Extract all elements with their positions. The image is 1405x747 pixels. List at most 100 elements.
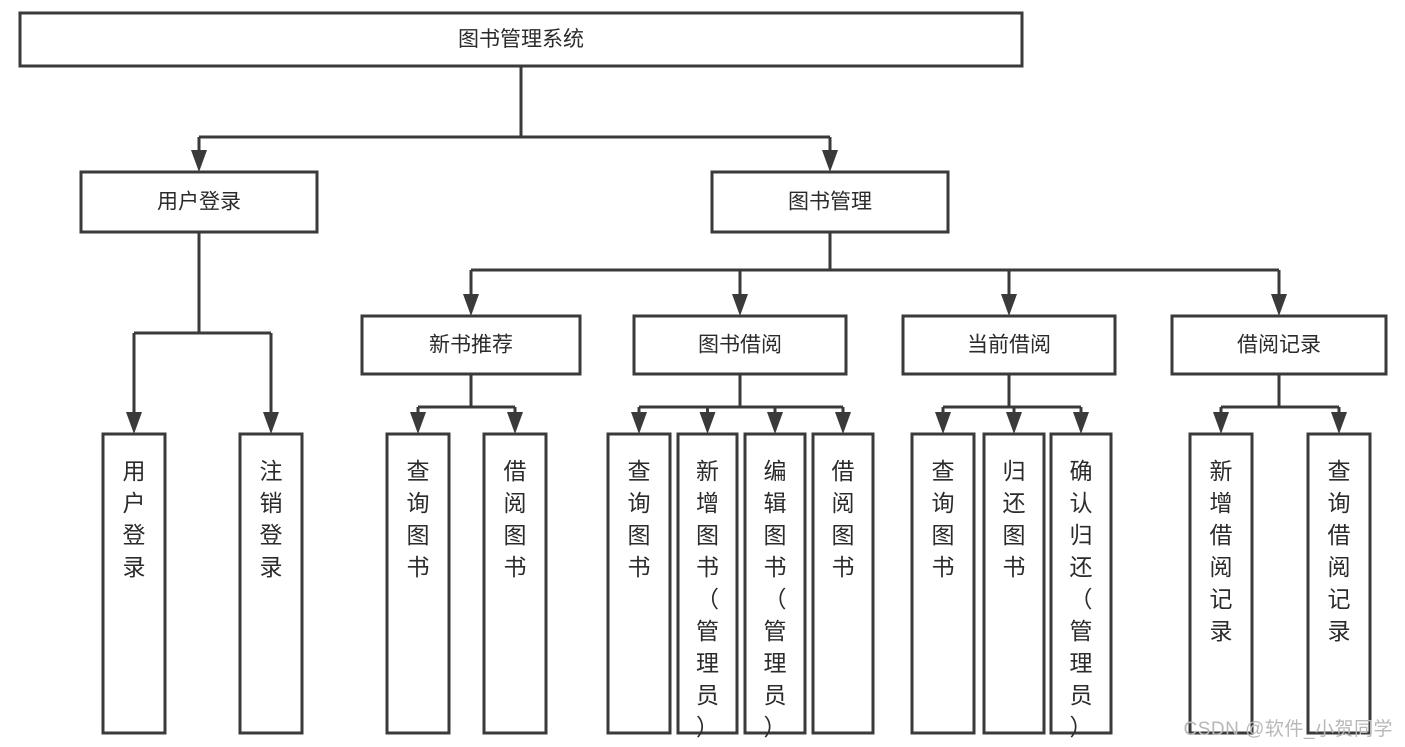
node-label-char: 询 [1328, 490, 1351, 516]
arrow-head-icon [1073, 412, 1089, 434]
node-leaf-query-book-current[interactable]: 查询图书查询图书 [910, 432, 976, 735]
node-leaf-add-borrow-record[interactable]: 新增借阅记录新增借阅记录 [1188, 432, 1254, 735]
node-book-manage[interactable]: 图书管理 [710, 170, 950, 234]
node-label-char: 员 [696, 682, 719, 708]
arrow-head-icon [263, 412, 279, 434]
node-box-leaf-return-book[interactable] [982, 432, 1046, 735]
node-box-book-manage[interactable] [710, 170, 950, 234]
node-label-char: 管 [1070, 618, 1093, 644]
node-label-char: 归 [1003, 458, 1026, 484]
node-leaf-logout-login[interactable]: 注销登录注销登录 [238, 432, 304, 735]
node-label-char: 新 [696, 458, 719, 484]
node-label-char: 认 [1070, 490, 1093, 516]
node-leaf-return-book[interactable]: 归还图书归还图书 [982, 432, 1046, 735]
node-label-char: 询 [407, 490, 430, 516]
node-box-leaf-edit-book-admin[interactable] [743, 432, 807, 735]
node-leaf-query-book-borrow[interactable]: 查询图书查询图书 [606, 432, 672, 735]
node-box-leaf-borrow-book-recommend[interactable] [482, 432, 548, 735]
node-leaf-query-book-recommend[interactable]: 查询图书查询图书 [385, 432, 451, 735]
node-box-leaf-add-borrow-record[interactable] [1188, 432, 1254, 735]
node-box-leaf-query-borrow-record[interactable] [1306, 432, 1372, 735]
node-box-leaf-query-book-current[interactable] [910, 432, 976, 735]
node-label-char: 图 [1003, 522, 1026, 548]
node-root[interactable]: 图书管理系统 [18, 11, 1024, 68]
node-label-char: 录 [1328, 618, 1351, 644]
node-leaf-query-borrow-record[interactable]: 查询借阅记录查询借阅记录 [1306, 432, 1372, 735]
node-label-char: 归 [1070, 522, 1093, 548]
node-label-char: （ [764, 586, 787, 612]
arrow-head-icon [1006, 412, 1022, 434]
arrow-head-icon [822, 150, 838, 172]
node-leaf-borrow-book-recommend[interactable]: 借阅图书借阅图书 [482, 432, 548, 735]
node-label-char: 理 [764, 650, 787, 676]
node-label-char: 还 [1003, 490, 1026, 516]
node-label-char: 图 [764, 522, 787, 548]
connector-group-root [191, 66, 838, 172]
node-label-char: 阅 [832, 490, 855, 516]
node-label-char: （ [696, 586, 719, 612]
node-box-leaf-user-login[interactable] [101, 432, 167, 735]
node-box-leaf-logout-login[interactable] [238, 432, 304, 735]
node-box-leaf-add-book-admin[interactable] [676, 432, 739, 735]
connector-group-new-book-recommend [410, 374, 523, 434]
node-label-char: 阅 [504, 490, 527, 516]
connector-group-book-borrow [631, 374, 851, 434]
node-label-borrow-record: 借阅记录 [1237, 334, 1321, 357]
node-box-new-book-recommend[interactable] [360, 314, 582, 376]
node-label-char: 询 [932, 490, 955, 516]
node-box-leaf-query-book-recommend[interactable] [385, 432, 451, 735]
node-leaf-user-login[interactable]: 用户登录用户登录 [101, 432, 167, 735]
node-label-char: 理 [696, 650, 719, 676]
node-box-leaf-confirm-return-admin[interactable] [1049, 432, 1113, 735]
node-label-char: 借 [1210, 522, 1233, 548]
arrow-head-icon [126, 412, 142, 434]
node-user-login[interactable]: 用户登录 [79, 170, 319, 234]
node-label-char: 登 [260, 522, 283, 548]
arrow-head-icon [699, 412, 716, 434]
node-label-char: ） [764, 714, 787, 740]
node-new-book-recommend[interactable]: 新书推荐 [360, 314, 582, 376]
node-label-char: 查 [932, 458, 955, 484]
node-box-user-login[interactable] [79, 170, 319, 234]
node-label-char: 销 [260, 490, 283, 516]
arrow-head-icon [410, 412, 426, 434]
arrow-head-icon [507, 412, 523, 434]
connector-group-borrow-record [1213, 374, 1347, 434]
node-leaf-borrow-book[interactable]: 借阅图书借阅图书 [811, 432, 875, 735]
node-label-char: 借 [832, 458, 855, 484]
node-label-char: 图 [832, 522, 855, 548]
node-label-char: 书 [504, 554, 527, 580]
node-label-char: 员 [764, 682, 787, 708]
node-box-book-borrow[interactable] [632, 314, 848, 376]
node-box-leaf-borrow-book[interactable] [811, 432, 875, 735]
node-label-char: 编 [764, 458, 787, 484]
node-label-char: 查 [628, 458, 651, 484]
node-label-char: 书 [932, 554, 955, 580]
node-label-char: 记 [1210, 586, 1233, 612]
node-current-borrow[interactable]: 当前借阅 [901, 314, 1117, 376]
node-box-current-borrow[interactable] [901, 314, 1117, 376]
node-box-root[interactable] [18, 11, 1024, 68]
node-label-char: 录 [123, 554, 146, 580]
node-label-char: 查 [1328, 458, 1351, 484]
node-label-char: 辑 [764, 490, 787, 516]
arrow-head-icon [1331, 412, 1347, 434]
node-label-char: 书 [1003, 554, 1026, 580]
node-label-char: 管 [764, 618, 787, 644]
node-box-leaf-query-book-borrow[interactable] [606, 432, 672, 735]
connector-group-user-login [126, 232, 279, 434]
node-borrow-record[interactable]: 借阅记录 [1170, 314, 1388, 376]
node-box-borrow-record[interactable] [1170, 314, 1388, 376]
node-label-char: 还 [1070, 554, 1093, 580]
arrow-head-icon [835, 412, 851, 434]
node-label-char: 阅 [1210, 554, 1233, 580]
node-label-root: 图书管理系统 [458, 28, 584, 51]
node-label-char: 增 [696, 490, 719, 516]
node-label-current-borrow: 当前借阅 [967, 334, 1051, 357]
node-book-borrow[interactable]: 图书借阅 [632, 314, 848, 376]
